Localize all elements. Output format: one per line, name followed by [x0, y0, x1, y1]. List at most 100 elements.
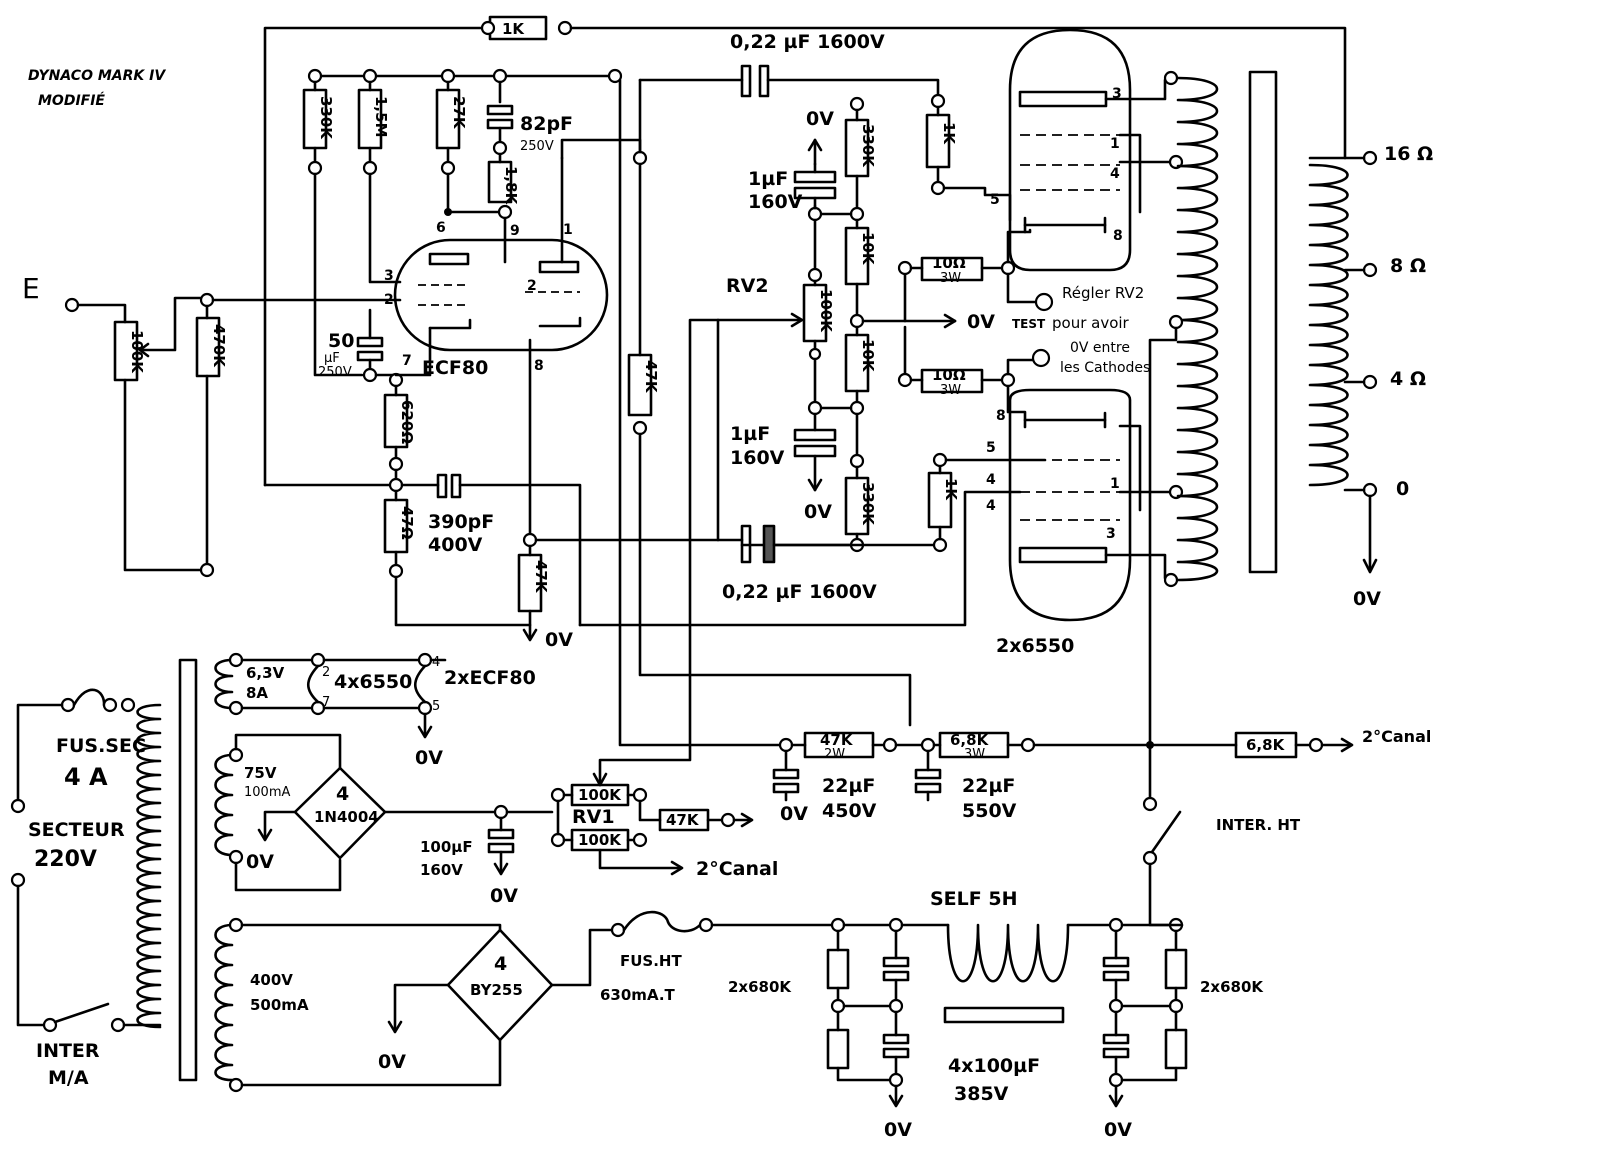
cap-bank-label: 4x100µF — [948, 1055, 1040, 1077]
input-terminal — [64, 297, 80, 313]
svg-text:330K: 330K — [859, 482, 877, 526]
test-point-bottom — [1031, 348, 1051, 368]
svg-text:100K: 100K — [817, 289, 835, 333]
power-transformer-core — [178, 658, 198, 1082]
output-stage: 3 1 4 8 5 8 5 4 4 1 3 2x6550 — [578, 28, 1184, 657]
bleeder-resistor-2 — [826, 1028, 850, 1070]
bias-adjust-note: Régler RV2 TEST pour avoir 0V entre les … — [1012, 284, 1150, 376]
bleeders-left-label: 2x680K — [728, 978, 792, 996]
svg-text:160V: 160V — [420, 861, 463, 879]
svg-text:0V entre: 0V entre — [1070, 340, 1130, 356]
svg-text:6: 6 — [436, 220, 446, 236]
preamp-resistor-1k8 — [487, 160, 513, 204]
svg-text:8: 8 — [996, 408, 1006, 424]
svg-text:4 A: 4 A — [64, 763, 108, 791]
schematic-title: DYNACO MARK IV MODIFIÉ — [28, 68, 166, 109]
svg-text:160V: 160V — [730, 447, 785, 469]
svg-text:4: 4 — [986, 472, 996, 488]
svg-text:220V: 220V — [34, 847, 97, 872]
bias-bridge — [293, 766, 387, 860]
svg-text:8A: 8A — [246, 684, 268, 702]
ecf80-label: ECF80 — [422, 357, 488, 379]
svg-text:10Ω: 10Ω — [932, 254, 966, 272]
hv-bridge — [446, 928, 554, 1042]
mains-switch[interactable] — [53, 1002, 110, 1024]
svg-text:0V: 0V — [490, 885, 518, 907]
svg-text:0V: 0V — [246, 851, 274, 873]
output-ground: 0V — [1353, 588, 1381, 610]
output-tube-top — [1008, 28, 1132, 272]
ht-switch[interactable] — [1150, 810, 1182, 854]
hv-fuse-label: FUS.HT — [620, 952, 682, 970]
ht-switch-label: INTER. HT — [1216, 816, 1301, 834]
svg-text:3: 3 — [1112, 86, 1122, 102]
svg-text:550V: 550V — [962, 800, 1017, 822]
svg-text:330K: 330K — [859, 124, 877, 168]
mains-label: SECTEUR — [28, 819, 125, 841]
bleeder-resistor-3 — [1164, 948, 1188, 990]
svg-text:4: 4 — [336, 783, 349, 805]
svg-text:1K: 1K — [942, 478, 960, 501]
svg-text:1,5M: 1,5M — [372, 96, 390, 138]
heater-supply: 6,3V 8A 2 7 4x6550 4 5 2xECF80 0V — [178, 652, 536, 1082]
bias-to-channel-2: 2°Canal — [696, 858, 778, 880]
svg-text:6,8K: 6,8K — [950, 731, 990, 749]
svg-text:4: 4 — [432, 655, 440, 670]
preamp-cap-82pf: 82pF — [520, 113, 573, 135]
svg-text:MODIFIÉ: MODIFIÉ — [38, 92, 105, 109]
input-label: E — [22, 272, 40, 305]
driver-resistor-47k — [627, 353, 653, 417]
svg-text:M/A: M/A — [48, 1067, 89, 1089]
svg-text:0V: 0V — [804, 501, 832, 523]
svg-text:les Cathodes: les Cathodes — [1060, 360, 1150, 376]
svg-text:BY255: BY255 — [470, 981, 523, 999]
svg-text:400V: 400V — [428, 534, 483, 556]
tap-4-ohm: 4 Ω — [1390, 368, 1426, 390]
rv2-label: RV2 — [726, 275, 769, 297]
feedback-loop: 1K — [263, 15, 1347, 487]
tap-16-ohm: 16 Ω — [1384, 143, 1433, 165]
output-tubes-label: 2x6550 — [996, 635, 1074, 657]
mains-switch-label: INTER — [36, 1040, 100, 1062]
svg-text:0V: 0V — [884, 1119, 912, 1141]
bias-cap: 100µF — [420, 838, 473, 856]
bias-supply: 75V 100mA 4 1N4004 0V 0V 100µF 160V 100K… — [214, 318, 778, 907]
svg-text:3W: 3W — [940, 271, 961, 286]
svg-text:RV1: RV1 — [572, 806, 615, 828]
svg-text:250V: 250V — [520, 139, 554, 154]
svg-text:7: 7 — [322, 695, 330, 710]
svg-text:1,8K: 1,8K — [502, 166, 520, 206]
svg-text:8: 8 — [534, 358, 544, 374]
mains-fuse-label: FUS.SEC — [56, 735, 146, 757]
coupling-cap-top: 0,22 µF 1600V — [730, 31, 885, 53]
preamp-stage: 330K 1,5M 27K 82pF 250V 1,8K 6 — [302, 68, 744, 651]
svg-text:1K: 1K — [502, 20, 525, 38]
svg-text:6,3V: 6,3V — [246, 664, 285, 682]
coupling-cap-bottom: 0,22 µF 1600V — [722, 581, 877, 603]
decoupling-cap-22uf-a: 22µF — [822, 775, 875, 797]
hv-choke — [946, 923, 1070, 983]
bleeders-right-label: 2x680K — [1200, 978, 1264, 996]
svg-text:Régler RV2: Régler RV2 — [1062, 284, 1144, 302]
svg-text:450V: 450V — [822, 800, 877, 822]
svg-text:27K: 27K — [450, 96, 468, 130]
svg-text:385V: 385V — [954, 1083, 1009, 1105]
heater-load-ecf80: 2xECF80 — [444, 667, 536, 689]
svg-text:620Ω: 620Ω — [398, 400, 416, 444]
svg-text:0V: 0V — [378, 1051, 406, 1073]
svg-text:1K: 1K — [940, 122, 958, 145]
svg-text:3W: 3W — [964, 747, 985, 762]
driver-cap-1uf-top: 1µF — [748, 168, 788, 190]
svg-text:2W: 2W — [824, 747, 845, 762]
preamp-cap-50uf: 50 — [328, 330, 354, 352]
tap-0: 0 — [1396, 478, 1409, 500]
svg-text:8: 8 — [1113, 228, 1123, 244]
svg-text:5: 5 — [432, 699, 440, 714]
svg-text:pour avoir: pour avoir — [1052, 314, 1130, 332]
mains-input: FUS.SEC 4 A SECTEUR 220V INTER M/A — [10, 688, 162, 1089]
ht-distribution: 47K 2W 6,8K 3W 6,8K 2°Canal 0V 22µF 450V… — [618, 78, 1431, 927]
svg-text:3W: 3W — [940, 383, 961, 398]
preamp-cap-390pf: 390pF — [428, 511, 494, 533]
svg-text:DYNACO MARK IV: DYNACO MARK IV — [28, 68, 166, 84]
svg-text:47Ω: 47Ω — [398, 506, 416, 540]
